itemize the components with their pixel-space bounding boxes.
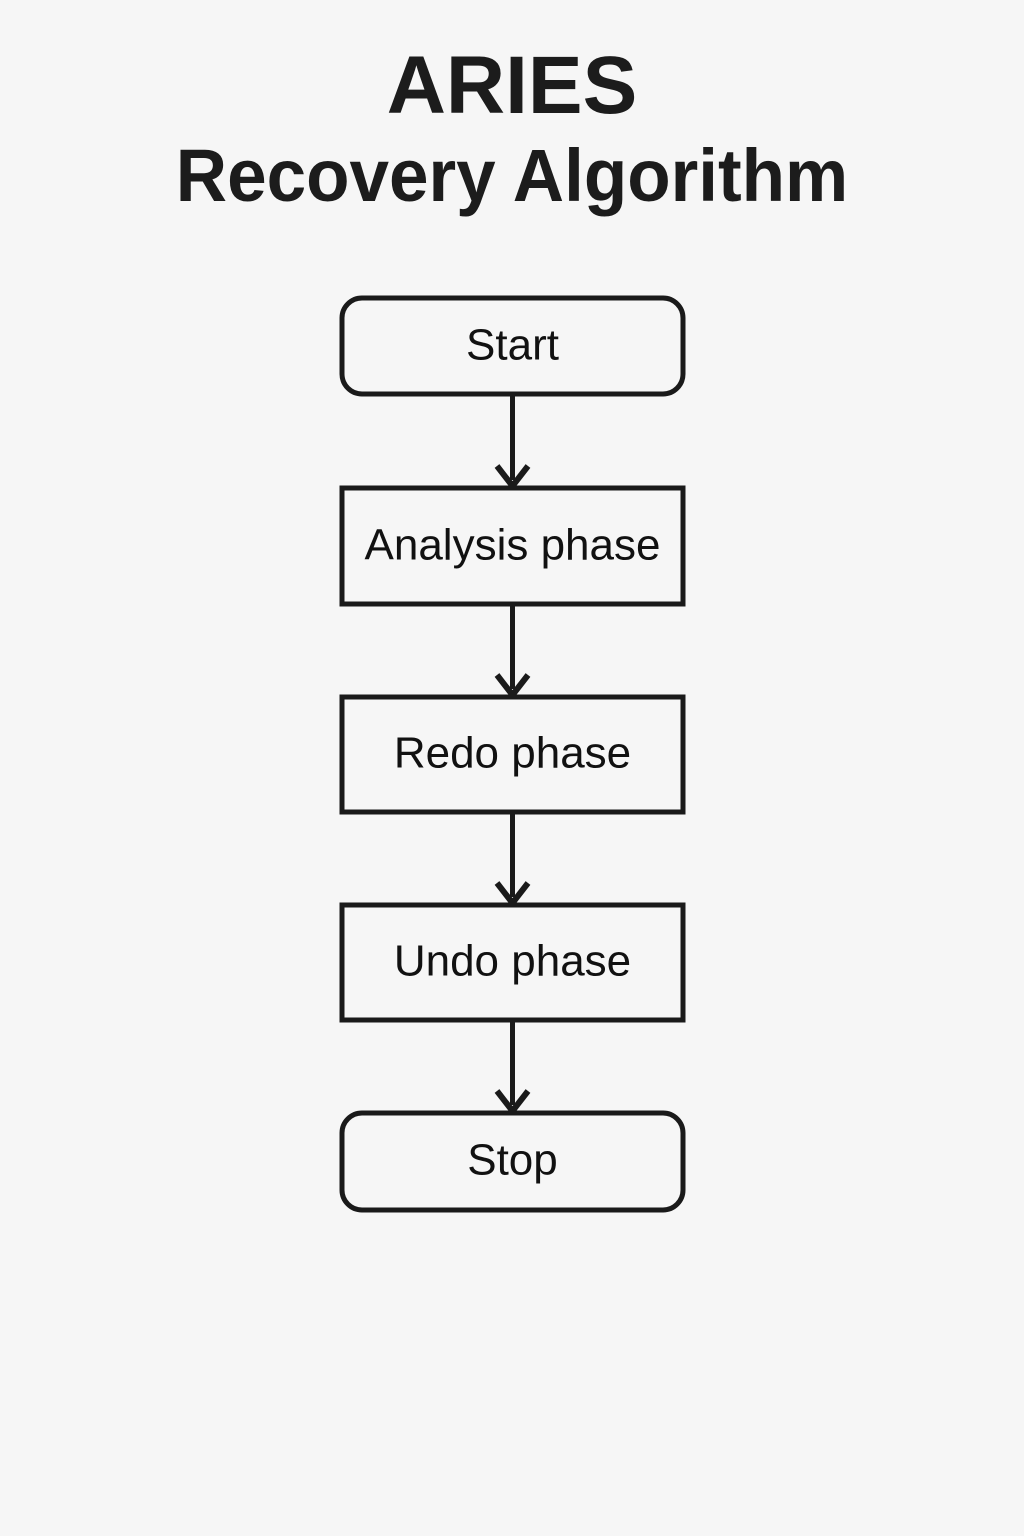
flow-edge-redo-to-undo [494,812,531,908]
node-stop-label: Stop [467,1136,558,1185]
title-line-1: ARIES [386,40,638,131]
flow-edge-start-to-analysis [494,394,531,491]
flow-edge-undo-to-stop [494,1020,531,1116]
flow-node-stop[interactable]: Stop [339,1110,686,1213]
flow-node-undo[interactable]: Undo phase [339,902,686,1023]
node-undo-label: Undo phase [394,937,631,986]
node-analysis-shape [339,485,686,607]
page-title: ARIES Recovery Algorithm [0,40,1024,220]
flow-node-start[interactable]: Start [339,295,686,397]
node-start-label: Start [466,321,559,370]
node-undo-shape [339,902,686,1023]
node-redo-label: Redo phase [394,729,631,778]
flow-edge-analysis-to-redo [494,604,531,700]
flow-node-redo[interactable]: Redo phase [339,694,686,815]
title-line-2: Recovery Algorithm [175,134,849,217]
node-stop-shape [339,1110,686,1213]
node-analysis-label: Analysis phase [365,521,661,570]
flow-node-analysis[interactable]: Analysis phase [339,485,686,607]
